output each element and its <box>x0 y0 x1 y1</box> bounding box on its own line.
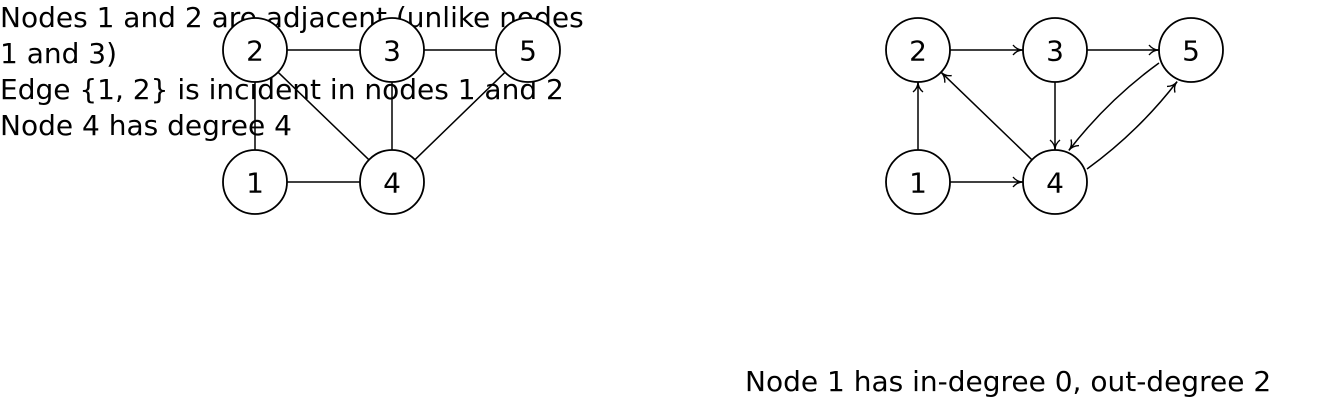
node-2-label: 2 <box>246 35 264 68</box>
node-5: 5 <box>495 17 561 83</box>
node-1-label: 1 <box>909 167 927 200</box>
node-2-label: 2 <box>909 35 927 68</box>
node-4-label: 4 <box>383 167 401 200</box>
node-5-label: 5 <box>1182 35 1200 68</box>
undirected-graph: 1 2 3 4 5 <box>222 17 561 215</box>
node-5-circle <box>1158 17 1224 83</box>
node-3-label: 3 <box>383 35 401 68</box>
node-2-circle <box>885 17 951 83</box>
node-4: 4 <box>359 149 425 215</box>
arc-4-5 <box>1086 81 1178 170</box>
node-1-circle <box>222 149 288 215</box>
node-4-label: 4 <box>1046 167 1064 200</box>
caption-adjacency: Nodes 1 and 2 are adjacent (unlike nodes <box>0 1 584 34</box>
node-1-label: 1 <box>246 167 264 200</box>
undirected-caption-block: Nodes 1 and 2 are adjacent (unlike nodes… <box>0 0 1326 144</box>
node-3-circle <box>1022 17 1088 83</box>
node-3-circle <box>359 17 425 83</box>
nodes: 1 2 3 4 5 <box>885 17 1224 215</box>
node-1-circle <box>885 149 951 215</box>
node-4-circle <box>359 149 425 215</box>
node-1: 1 <box>885 149 951 215</box>
node-2-circle <box>222 17 288 83</box>
nodes: 1 2 3 4 5 <box>222 17 561 215</box>
directed-graph: 1 2 3 4 5 <box>885 17 1224 215</box>
node-5: 5 <box>1158 17 1224 83</box>
caption-adjacency-cont: 1 and 3) <box>0 37 118 70</box>
node-3-label: 3 <box>1046 35 1064 68</box>
node-3: 3 <box>359 17 425 83</box>
node-3: 3 <box>1022 17 1088 83</box>
caption-in-out-degree: Node 1 has in-degree 0, out-degree 2 <box>745 365 1272 398</box>
node-2: 2 <box>885 17 951 83</box>
caption-degree: Node 4 has degree 4 <box>0 109 292 142</box>
edges <box>912 44 1178 188</box>
edge-2-4 <box>277 71 370 161</box>
node-5-circle <box>495 17 561 83</box>
node-1: 1 <box>222 149 288 215</box>
edges <box>254 49 506 183</box>
node-4-circle <box>1022 149 1088 215</box>
edge-5-4 <box>414 71 506 161</box>
node-4: 4 <box>1022 149 1088 215</box>
caption-incidence: Edge {1, 2} is incident in nodes 1 and 2 <box>0 73 564 106</box>
node-5-label: 5 <box>519 35 537 68</box>
node-2: 2 <box>222 17 288 83</box>
arc-4-2 <box>940 71 1033 161</box>
arc-5-4 <box>1068 62 1160 151</box>
